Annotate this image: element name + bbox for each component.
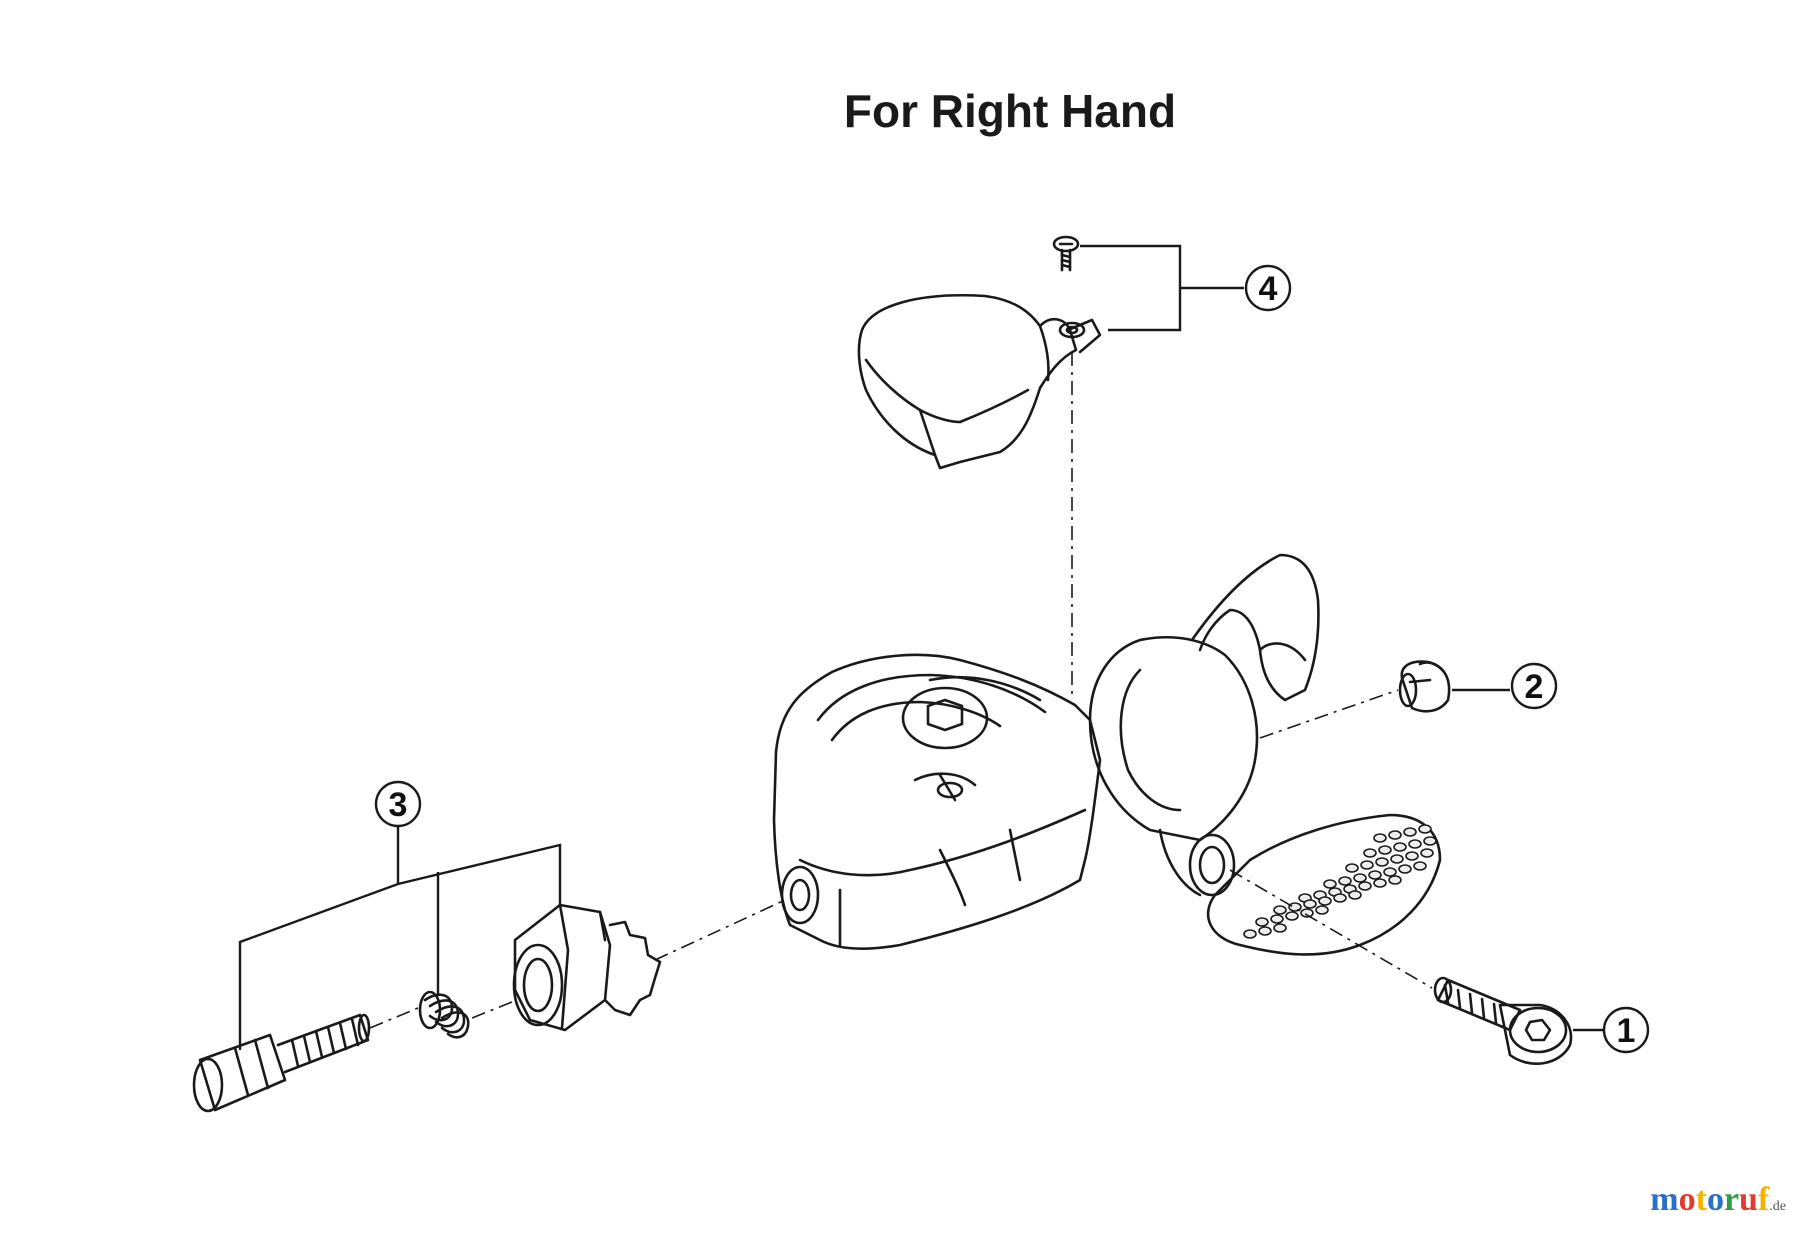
end-cap	[1398, 660, 1451, 713]
watermark-letter: u	[1739, 1181, 1758, 1218]
shift-lever	[1088, 553, 1320, 897]
alignment-line-adjuster	[654, 899, 786, 961]
watermark-letters: motoruf	[1650, 1181, 1769, 1218]
cover-plate	[857, 294, 1102, 470]
svg-text:4: 4	[1259, 270, 1278, 308]
grip-dot	[1333, 893, 1347, 903]
grip-dot	[1255, 917, 1269, 927]
paddle-grip-dots	[1243, 824, 1437, 939]
grip-dot	[1423, 836, 1437, 846]
grip-dot	[1315, 905, 1329, 915]
watermark-letter: r	[1723, 1181, 1740, 1218]
grip-dot	[1345, 863, 1359, 873]
grip-dot	[1368, 870, 1382, 880]
grip-dot	[1303, 899, 1317, 909]
diagram-title: For Right Hand	[843, 85, 1177, 137]
alignment-lines	[369, 352, 1433, 1029]
grip-dot	[1243, 929, 1257, 939]
svg-text:1: 1	[1617, 1012, 1636, 1050]
alignment-line-screw	[1229, 869, 1433, 989]
watermark-logo: motoruf.de	[1650, 1181, 1786, 1219]
grip-dot	[1258, 926, 1272, 936]
grip-dot	[1270, 914, 1284, 924]
grip-dot	[1285, 911, 1299, 921]
svg-text:3: 3	[389, 786, 408, 824]
watermark-letter: o	[1678, 1181, 1696, 1218]
grip-dot	[1420, 848, 1434, 858]
leader-4-bracket	[1080, 244, 1182, 332]
watermark-tld: .de	[1769, 1199, 1786, 1214]
grip-dot	[1388, 875, 1402, 885]
alignment-line-bolt-spring	[369, 1007, 419, 1029]
grip-dot	[1375, 857, 1389, 867]
leader-3-bracket	[238, 843, 562, 1050]
alignment-line-spring-nut	[471, 1001, 513, 1019]
watermark-letter: m	[1650, 1181, 1679, 1218]
grip-dot	[1373, 878, 1387, 888]
grip-dot	[1393, 842, 1407, 852]
grip-dot	[1318, 896, 1332, 906]
callout-2: 2	[1510, 662, 1558, 710]
grip-dot	[1373, 833, 1387, 843]
grip-dot	[1348, 890, 1362, 900]
grip-dot	[1405, 851, 1419, 861]
watermark-letter: t	[1695, 1181, 1707, 1218]
grip-dot	[1418, 824, 1432, 834]
adjuster-bolt	[192, 1013, 371, 1113]
cover-screw	[1052, 235, 1080, 272]
grip-dot	[1358, 881, 1372, 891]
grip-dot	[1403, 827, 1417, 837]
grip-dot	[1408, 839, 1422, 849]
grip-dot	[1383, 867, 1397, 877]
grip-dot	[1300, 908, 1314, 918]
grip-dot	[1390, 854, 1404, 864]
grip-dot	[1353, 873, 1367, 883]
grip-dot	[1378, 845, 1392, 855]
callout-4: 4	[1244, 264, 1292, 312]
grip-dot	[1338, 876, 1352, 886]
svg-text:2: 2	[1525, 668, 1544, 706]
thumb-paddle	[1206, 813, 1442, 956]
grip-dot	[1363, 848, 1377, 858]
alignment-line-cap	[1259, 689, 1399, 739]
callout-1: 1	[1602, 1006, 1650, 1054]
grip-dot	[1388, 830, 1402, 840]
callout-3: 3	[374, 780, 422, 828]
leader-lines	[238, 244, 1604, 1050]
socket-screw	[1433, 976, 1573, 1065]
grip-dot	[1323, 879, 1337, 889]
shifter-body	[772, 653, 1102, 950]
grip-dot	[1360, 860, 1374, 870]
adjuster-spring	[418, 990, 470, 1039]
watermark-letter: f	[1757, 1181, 1770, 1218]
watermark-letter: o	[1706, 1181, 1724, 1218]
adjuster-nut	[512, 903, 662, 1032]
grip-dot	[1398, 864, 1412, 874]
grip-dot	[1273, 905, 1287, 915]
grip-dot	[1273, 923, 1287, 933]
grip-dot	[1413, 861, 1427, 871]
